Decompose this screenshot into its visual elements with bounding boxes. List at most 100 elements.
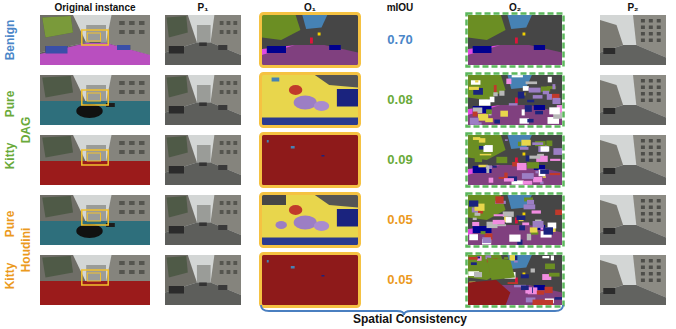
image-shape — [522, 222, 529, 225]
miou-value: 0.08 — [387, 93, 412, 107]
image-shape — [262, 45, 358, 65]
image-shape — [657, 79, 661, 83]
image-shape — [641, 19, 645, 23]
image-shape — [86, 205, 106, 223]
image-shape — [197, 265, 211, 283]
image-shape — [552, 84, 555, 89]
image-shape — [496, 157, 507, 163]
output-frame — [467, 194, 564, 247]
image-shape — [40, 255, 150, 305]
image-shape — [139, 210, 145, 214]
image-shape — [315, 75, 358, 88]
image-shape — [657, 26, 661, 30]
image-shape — [468, 280, 510, 305]
image-shape — [478, 114, 488, 121]
image-shape — [40, 43, 150, 65]
image-shape — [553, 148, 562, 155]
image-shape — [493, 92, 497, 96]
image-shape — [532, 142, 543, 145]
image-shape — [481, 231, 486, 234]
image-shape — [641, 279, 645, 283]
original-instance-image — [40, 195, 150, 245]
segmentation-output — [468, 75, 562, 125]
image-shape — [165, 103, 241, 126]
input-patch-image — [600, 135, 666, 185]
image-shape — [129, 261, 135, 265]
image-shape — [139, 150, 145, 154]
input-patch-image — [165, 15, 241, 65]
image-shape — [468, 255, 562, 305]
image-shape — [233, 201, 237, 205]
image-shape — [641, 139, 645, 143]
segmentation-output — [262, 15, 358, 65]
row-label: Kitty Pure — [4, 91, 17, 170]
image-shape — [42, 196, 73, 218]
image-shape — [486, 109, 492, 114]
image-shape — [42, 76, 73, 98]
image-shape — [657, 219, 661, 223]
patch-box — [87, 33, 100, 41]
image-shape — [472, 222, 479, 226]
image-shape — [657, 279, 661, 283]
image-shape — [119, 210, 125, 214]
image-shape — [86, 145, 106, 163]
image-shape — [262, 15, 300, 40]
image-shape — [218, 285, 227, 290]
image-shape — [495, 224, 506, 226]
image-shape — [523, 213, 526, 216]
image-shape — [552, 98, 560, 104]
image-shape — [139, 21, 145, 25]
image-shape — [483, 145, 492, 152]
image-shape — [519, 225, 525, 230]
image-shape — [119, 81, 125, 85]
image-shape — [482, 237, 491, 243]
image-shape — [524, 204, 536, 209]
image-shape — [641, 99, 645, 103]
image-shape — [220, 201, 224, 205]
image-shape — [289, 205, 302, 215]
image-shape — [267, 46, 286, 53]
image-shape — [523, 86, 529, 91]
image-shape — [600, 165, 666, 185]
original-instance-image — [40, 75, 150, 125]
image-shape — [600, 135, 666, 185]
image-shape — [262, 75, 358, 125]
image-shape — [641, 86, 645, 90]
input-patch-image — [165, 195, 241, 245]
image-shape — [523, 33, 526, 36]
segmentation-output — [468, 255, 562, 305]
image-shape — [522, 173, 534, 179]
image-shape — [220, 210, 224, 214]
image-shape — [468, 225, 562, 245]
image-shape — [504, 173, 507, 179]
image-shape — [603, 288, 615, 294]
patch-box — [82, 30, 108, 45]
image-shape — [517, 216, 526, 221]
image-shape — [262, 135, 358, 185]
image-shape — [657, 199, 661, 203]
image-shape — [471, 262, 477, 265]
image-shape — [42, 256, 73, 278]
image-shape — [169, 46, 184, 54]
image-shape — [291, 146, 295, 149]
input-patch-image — [600, 15, 666, 65]
image-shape — [233, 150, 237, 154]
image-shape — [197, 25, 211, 43]
image-shape — [139, 81, 145, 85]
image-shape — [507, 15, 531, 29]
image-shape — [535, 171, 538, 174]
image-shape — [657, 99, 661, 103]
original-instance-image — [40, 135, 150, 185]
image-shape — [117, 45, 130, 50]
image-shape — [473, 46, 492, 53]
image-shape — [139, 90, 145, 94]
image-shape — [267, 260, 269, 263]
image-shape — [220, 150, 224, 154]
image-shape — [40, 15, 150, 65]
output-frame — [467, 254, 564, 307]
image-shape — [649, 259, 653, 263]
image-shape — [468, 15, 506, 40]
image-shape — [86, 265, 106, 283]
